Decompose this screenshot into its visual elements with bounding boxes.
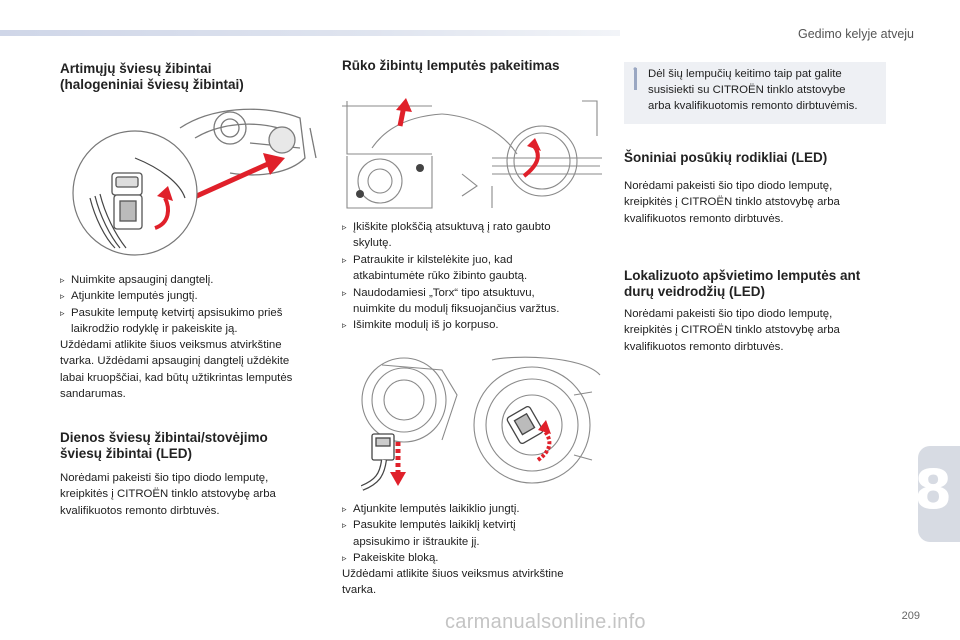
section-title-fog-lamp: Rūko žibintų lemputės pakeitimas bbox=[342, 58, 560, 73]
info-note-text: Dėl šių lempučių keitimo taip pat galite… bbox=[648, 68, 858, 112]
mirror-lighting-paragraph: Norėdami pakeisti šio tipo diodo lemputę… bbox=[624, 308, 840, 353]
info-icon-bar bbox=[634, 68, 637, 90]
fog-lamp-paragraph: Uždėdami atlikite šiuos veiksmus atvirkš… bbox=[342, 568, 564, 597]
info-note: • Dėl šių lempučių keitimo taip pat gali… bbox=[624, 62, 886, 124]
low-beam-paragraph: Uždėdami atlikite šiuos veiksmus atvirkš… bbox=[60, 339, 293, 401]
daytime-lights-paragraph: Norėdami pakeisti šio tipo diodo lemputę… bbox=[60, 472, 276, 517]
watermark: carmanualsonline.info bbox=[445, 611, 646, 633]
low-beam-illustration bbox=[60, 98, 320, 263]
chapter-title: Gedimo kelyje atveju bbox=[797, 27, 914, 41]
chapter-number: 8 bbox=[914, 458, 952, 521]
list-item: ▹Pasukite lemputę ketvirtį apsisukimo pr… bbox=[60, 306, 283, 336]
fog-lamp-module-illustration bbox=[342, 350, 604, 498]
section-title-mirror-lighting: Lokalizuoto apšvietimo lemputės ant durų… bbox=[624, 268, 861, 299]
list-item: ▹Pakeiskite bloką. bbox=[342, 552, 439, 565]
chapter-tab bbox=[918, 446, 960, 542]
section-title-low-beam: Artimųjų šviesų žibintai (halogeniniai š… bbox=[60, 61, 244, 92]
fog-lamp-steps-b: ▹Atjunkite lemputės laikiklio jungtį. ▹P… bbox=[342, 501, 604, 567]
section-title-daytime-lights: Dienos šviesų žibintai/stovėjimo šviesų … bbox=[60, 430, 268, 461]
list-item: ▹Naudodamiesi „Torx“ tipo atsuktuvu,nuim… bbox=[342, 286, 560, 316]
page-number: 209 bbox=[901, 610, 920, 622]
list-item: ▹Įkiškite plokščią atsuktuvą į rato gaub… bbox=[342, 221, 551, 250]
fog-lamp-steps-a: ▹Įkiškite plokščią atsuktuvą į rato gaub… bbox=[342, 219, 604, 334]
header-bar bbox=[0, 30, 620, 36]
low-beam-steps: ▹Nuimkite apsauginį dangtelį. ▹Atjunkite… bbox=[60, 272, 320, 338]
list-item: ▹Nuimkite apsauginį dangtelį. bbox=[60, 274, 214, 286]
side-indicators-paragraph: Norėdami pakeisti šio tipo diodo lemputę… bbox=[624, 180, 840, 225]
list-item: ▹Atjunkite lemputės laikiklio jungtį. bbox=[342, 503, 520, 515]
list-item: ▹Atjunkite lemputės jungtį. bbox=[60, 290, 198, 303]
list-item: ▹Išimkite modulį iš jo korpuso. bbox=[342, 319, 499, 332]
fog-lamp-cover-illustration bbox=[342, 96, 604, 214]
section-title-side-indicators: Šoniniai posūkių rodikliai (LED) bbox=[624, 150, 828, 165]
